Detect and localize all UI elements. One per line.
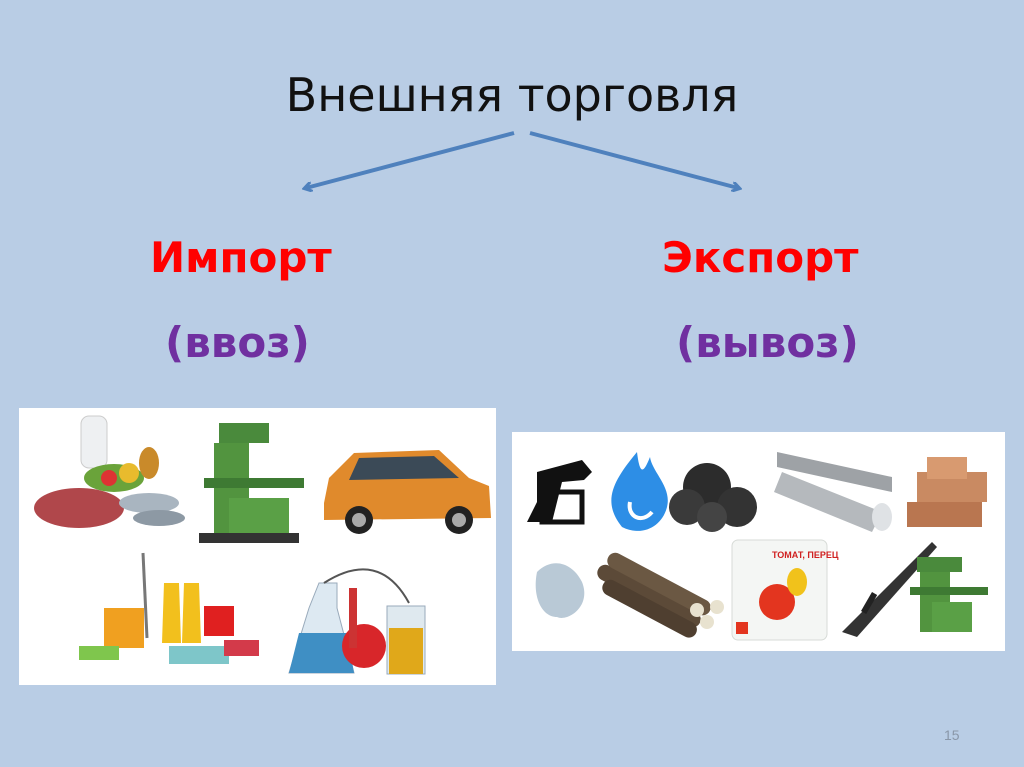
- import-illustrations: [34, 415, 491, 675]
- slide-title: Внешняя торговля: [285, 68, 739, 122]
- svg-text:ТОМАТ, ПЕРЕЦ: ТОМАТ, ПЕРЕЦ: [772, 550, 839, 560]
- household-chemicals-icon: [79, 552, 259, 664]
- import-subheading: (ввоз): [165, 318, 310, 367]
- export-goods-image: ТОМАТ, ПЕРЕЦ: [512, 432, 1005, 651]
- milling-machine-icon-export: [910, 557, 988, 632]
- lab-glassware-icon: [288, 568, 426, 675]
- import-goods-image: [19, 408, 496, 685]
- coal-icon: [669, 463, 757, 532]
- food-icon: [34, 415, 185, 528]
- car-icon: [324, 450, 491, 534]
- gas-flame-icon: [611, 452, 668, 531]
- fertilizer-bag-icon: ТОМАТ, ПЕРЕЦ: [731, 539, 839, 641]
- mineral-salt-icon: [535, 563, 585, 618]
- oil-pump-icon: [527, 460, 592, 525]
- export-subheading: (вывоз): [676, 318, 859, 367]
- milling-machine-icon: [199, 423, 304, 543]
- arrow-right: [529, 131, 738, 188]
- export-illustrations: ТОМАТ, ПЕРЕЦ: [527, 452, 988, 641]
- arrow-left: [306, 131, 515, 188]
- copper-ingots-icon: [907, 457, 987, 527]
- page-number: 15: [944, 727, 960, 743]
- import-heading: Импорт: [150, 233, 332, 282]
- rifle-icon: [842, 542, 937, 637]
- timber-logs-icon: [597, 552, 724, 638]
- export-heading: Экспорт: [662, 233, 859, 282]
- rolled-steel-icon: [774, 452, 892, 532]
